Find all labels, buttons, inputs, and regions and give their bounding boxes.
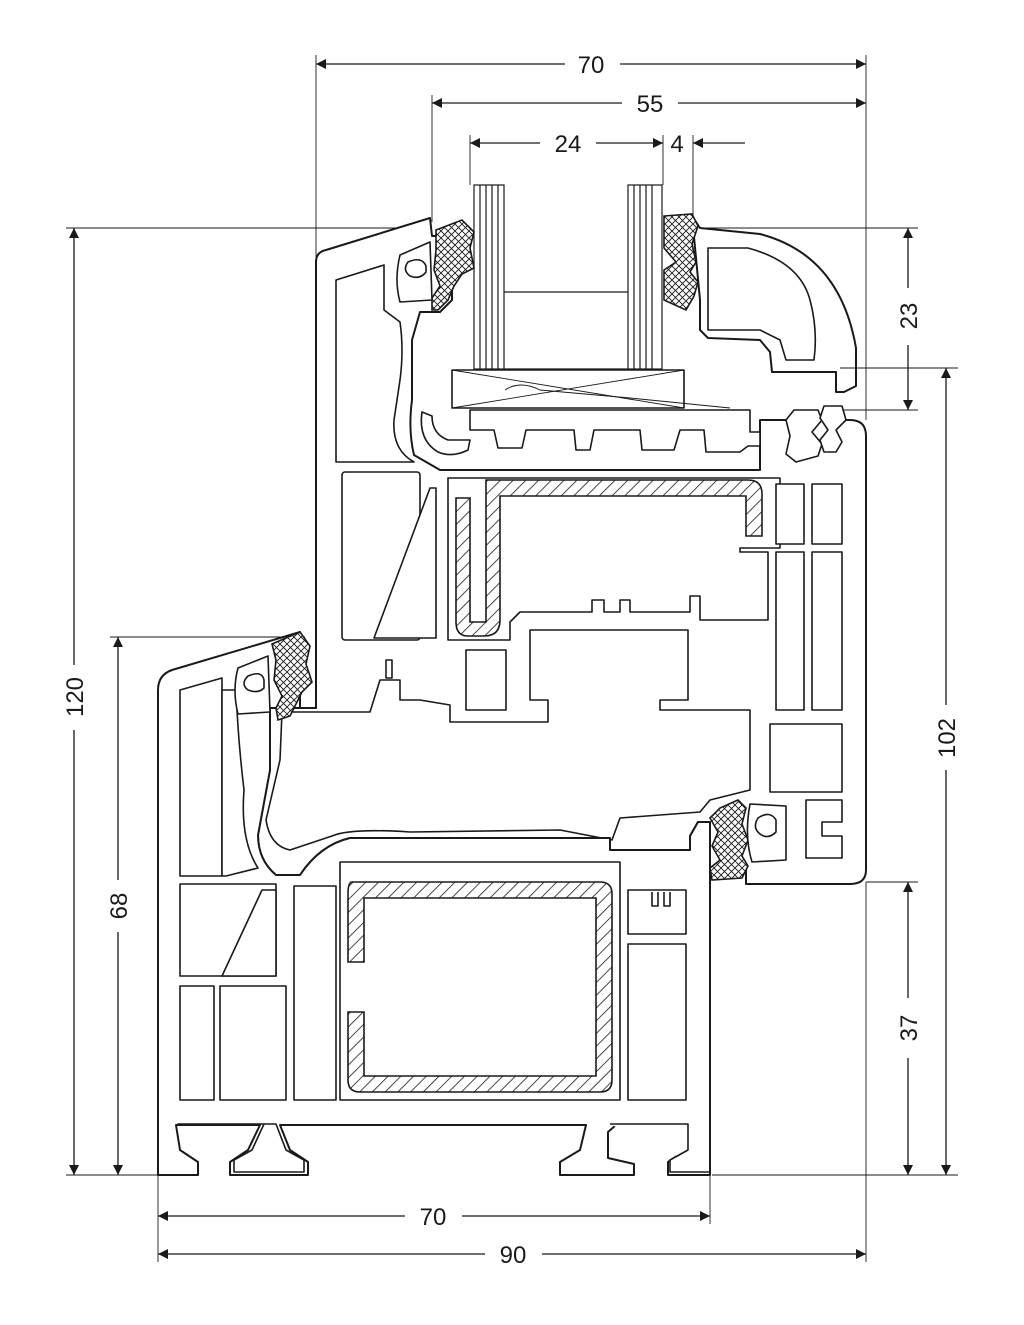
dim-label-frame-depth-top: 70 [578,52,605,79]
dimension-top-70: 70 [316,52,866,79]
dimension-102: 102 [934,368,961,1175]
sash-profile [257,217,867,885]
extension-lines [66,55,958,1262]
dimension-bottom-70: 70 [158,1204,710,1231]
dim-label-sash-depth: 55 [637,91,664,118]
dimension-90: 90 [158,1242,866,1269]
dimension-55: 55 [432,91,866,118]
glass-setting-block [451,369,761,453]
dim-label-frame-height-lower: 37 [896,1015,923,1042]
dim-label-glass-offset: 4 [670,131,683,158]
dimension-23: 23 [896,228,923,410]
dimension-37: 37 [896,882,923,1175]
dim-label-sash-height: 102 [934,718,961,758]
frame-profile [157,631,711,1176]
dimension-24: 24 [470,131,663,158]
dimension-68: 68 [106,637,133,1175]
glazing-bead [691,215,857,393]
frame-steel-reinforcement [347,881,613,1093]
gaskets [234,213,847,881]
dimension-120: 120 [62,228,89,1175]
sash-drip-lip [420,411,471,456]
dimension-4: 4 [670,131,745,158]
dim-label-frame-visible-height: 68 [106,893,133,920]
dim-label-total-height: 120 [62,677,89,717]
sash-steel-reinforcement [455,479,763,637]
dim-label-frame-depth-bottom: 70 [420,1204,447,1231]
dim-label-glass-thickness: 24 [555,131,582,158]
dim-label-bead-height: 23 [896,303,923,330]
dim-label-total-width: 90 [500,1242,527,1269]
glazing-unit [473,184,663,370]
